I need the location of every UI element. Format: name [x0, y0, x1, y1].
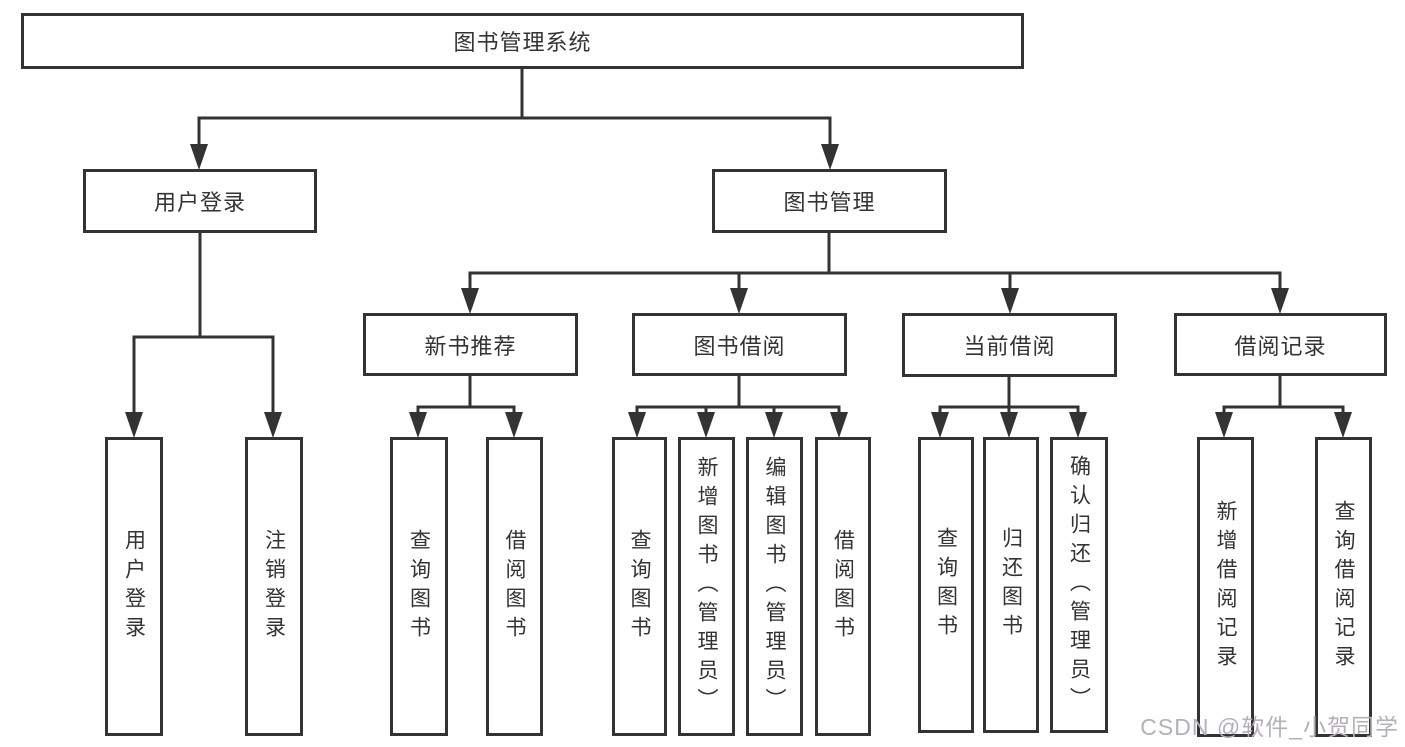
csdn-watermark: CSDN @软件_小贺同学 — [1140, 714, 1399, 740]
node-borrow-record: 借阅记录 — [1174, 313, 1387, 376]
node-book-borrow: 图书借阅 — [632, 313, 847, 376]
node-current-borrow: 当前借阅 — [902, 313, 1117, 377]
leaf-add-books-admin-label: 新增图书（管理员） — [695, 456, 718, 717]
node-book-management: 图书管理 — [712, 169, 947, 233]
node-new-book-recommend: 新书推荐 — [363, 313, 578, 376]
leaf-query-borrow-record-label: 查询借阅记录 — [1332, 500, 1355, 674]
arrowhead-icons — [125, 144, 1352, 438]
leaf-logout-label: 注销登录 — [262, 528, 286, 645]
leaf-recommend-query-books: 查询图书 — [390, 437, 448, 736]
leaf-return-books: 归还图书 — [983, 437, 1039, 733]
leaf-user-login: 用户登录 — [105, 437, 163, 736]
leaf-borrow-borrow-books-label: 借阅图书 — [831, 528, 855, 645]
leaf-logout: 注销登录 — [245, 437, 303, 736]
leaf-return-books-label: 归还图书 — [999, 527, 1023, 643]
leaf-current-query-books-label: 查询图书 — [934, 527, 958, 643]
leaf-borrow-query-books: 查询图书 — [612, 437, 667, 736]
node-user-login: 用户登录 — [83, 169, 317, 233]
leaf-add-borrow-record: 新增借阅记录 — [1197, 437, 1254, 737]
leaf-add-borrow-record-label: 新增借阅记录 — [1214, 500, 1237, 674]
leaf-recommend-query-books-label: 查询图书 — [407, 528, 431, 645]
leaf-recommend-borrow-books-label: 借阅图书 — [503, 528, 526, 645]
leaf-user-login-label: 用户登录 — [122, 528, 146, 645]
leaf-confirm-return-admin: 确认归还（管理员） — [1050, 437, 1108, 733]
leaf-confirm-return-admin-label: 确认归还（管理员） — [1067, 454, 1091, 716]
leaf-current-query-books: 查询图书 — [918, 437, 974, 733]
leaf-add-books-admin: 新增图书（管理员） — [678, 437, 735, 736]
leaf-edit-books-admin: 编辑图书（管理员） — [746, 437, 803, 736]
node-library-management-system: 图书管理系统 — [21, 13, 1024, 69]
tree-lines — [132, 67, 1345, 417]
leaf-recommend-borrow-books: 借阅图书 — [486, 437, 543, 736]
leaf-borrow-query-books-label: 查询图书 — [628, 528, 651, 645]
leaf-query-borrow-record: 查询借阅记录 — [1315, 437, 1372, 737]
leaf-borrow-borrow-books: 借阅图书 — [815, 437, 871, 736]
leaf-edit-books-admin-label: 编辑图书（管理员） — [763, 456, 786, 717]
